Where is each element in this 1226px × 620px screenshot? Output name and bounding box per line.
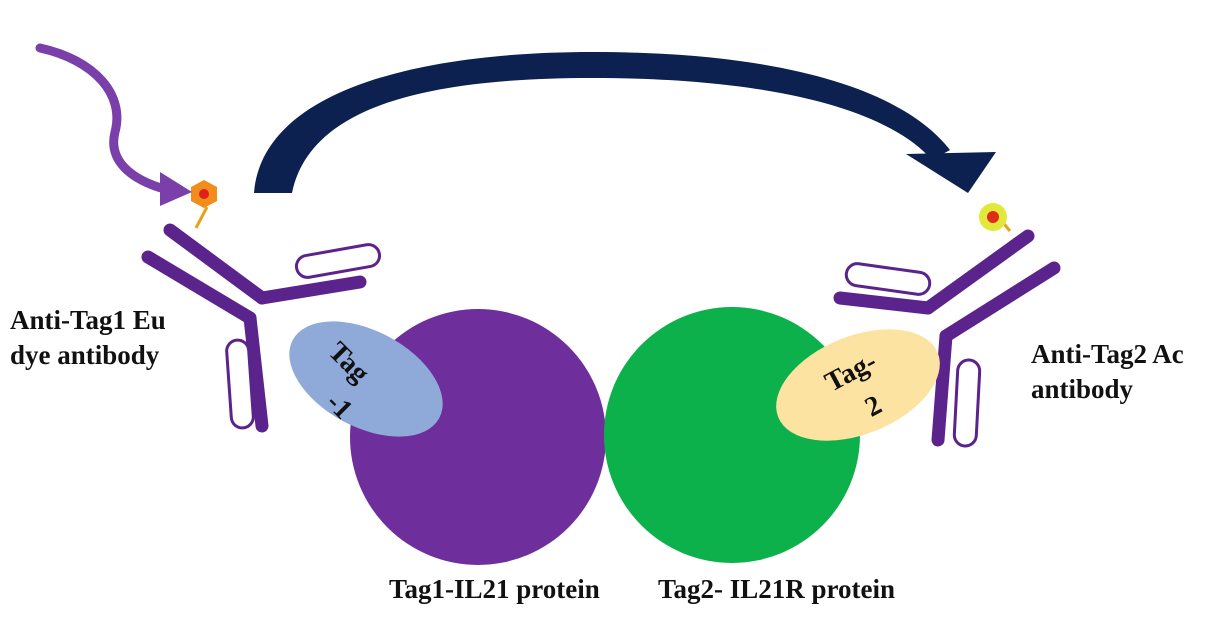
fret-transfer-arrow xyxy=(254,52,996,193)
acceptor-dye-icon xyxy=(979,203,1007,231)
tag2-ellipse xyxy=(776,329,940,441)
left-antibody-label: Anti-Tag1 Eu dye antibody xyxy=(10,303,166,373)
left-antibody-label-line2: dye antibody xyxy=(10,340,160,371)
right-antibody-label-line2: antibody xyxy=(1031,374,1134,405)
left-antibody-label-line1: Anti-Tag1 Eu xyxy=(10,305,166,335)
right-antibody-label-line1: Anti-Tag2 Ac xyxy=(1031,339,1184,369)
left-antibody xyxy=(141,206,382,433)
right-antibody-label: Anti-Tag2 Ac antibody xyxy=(1031,337,1184,407)
protein2-label: Tag2- IL21R protein xyxy=(658,574,896,604)
right-antibody xyxy=(833,217,1061,448)
protein1-label: Tag1-IL21 protein xyxy=(389,574,600,604)
tag1-ellipse xyxy=(289,321,443,437)
donor-eu-dye-icon xyxy=(191,180,217,208)
excitation-arrow xyxy=(35,43,192,206)
